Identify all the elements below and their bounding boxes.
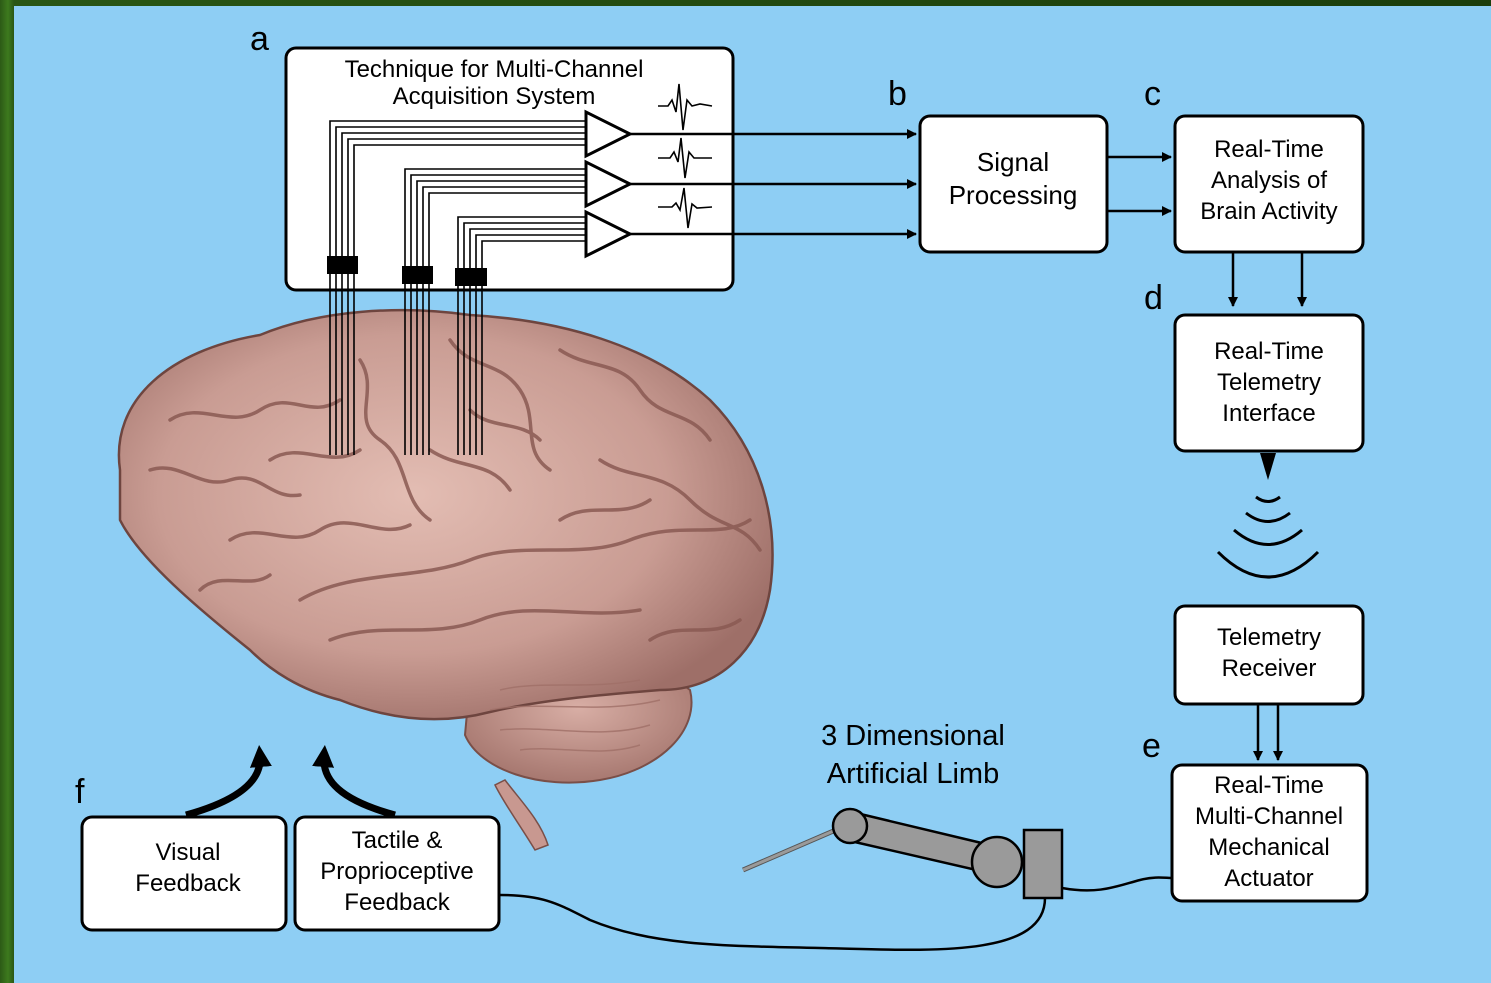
acquisition-title-line1: Technique for Multi-Channel <box>345 56 644 83</box>
visual-feedback-line2: Feedback <box>135 870 241 897</box>
visual-feedback-line1: Visual <box>156 839 221 866</box>
telemetry-receiver-line1: Telemetry <box>1217 624 1321 651</box>
panel-letter-c: c <box>1144 75 1161 113</box>
telemetry-interface-line2: Telemetry <box>1217 369 1321 396</box>
acquisition-box: Technique for Multi-Channel Acquisition … <box>284 46 735 455</box>
telemetry-receiver-box: Telemetry Receiver <box>1173 604 1365 706</box>
panel-letter-e: e <box>1142 727 1161 765</box>
signal-processing-line1: Signal <box>977 147 1049 177</box>
analysis-line2: Analysis of <box>1211 167 1327 194</box>
electrode-bundles <box>327 256 487 286</box>
tactile-feedback-line3: Feedback <box>344 889 450 916</box>
receiver-to-actuator-arrows <box>1253 704 1283 761</box>
limb-label-line1: 3 Dimensional <box>821 720 1005 752</box>
telemetry-receiver-line2: Receiver <box>1222 655 1317 682</box>
actuator-box: Real-Time Multi-Channel Mechanical Actua… <box>1170 763 1369 903</box>
processing-to-analysis-arrows <box>1107 152 1172 216</box>
acquisition-title-line2: Acquisition System <box>393 83 596 110</box>
spike-waveforms <box>658 83 713 229</box>
tactile-feedback-box: Tactile & Proprioceptive Feedback <box>293 815 501 932</box>
cables <box>499 876 1173 952</box>
analysis-to-telemetry-arrows <box>1228 252 1307 307</box>
acquisition-output-arrows <box>630 129 917 239</box>
telemetry-interface-box: Real-Time Telemetry Interface <box>1173 313 1365 453</box>
telemetry-interface-line3: Interface <box>1222 400 1315 427</box>
actuator-line1: Real-Time <box>1214 772 1324 799</box>
cerebrum <box>117 308 774 721</box>
actuator-line4: Actuator <box>1224 865 1313 892</box>
tactile-feedback-line2: Proprioceptive <box>320 858 473 885</box>
tactile-feedback-line1: Tactile & <box>352 827 443 854</box>
wireless-signal-icon <box>1216 453 1320 579</box>
panel-letter-d: d <box>1144 279 1163 317</box>
panel-letter-f: f <box>75 773 85 811</box>
brain-image <box>117 308 774 851</box>
analysis-box: Real-Time Analysis of Brain Activity <box>1173 114 1365 254</box>
limb-label-line2: Artificial Limb <box>827 758 999 790</box>
visual-feedback-box: Visual Feedback <box>80 815 288 932</box>
panel-letter-a: a <box>250 20 269 58</box>
analysis-line1: Real-Time <box>1214 136 1324 163</box>
actuator-line2: Multi-Channel <box>1195 803 1343 830</box>
signal-processing-line2: Processing <box>949 180 1078 210</box>
signal-processing-box: Signal Processing <box>918 114 1109 254</box>
telemetry-interface-line1: Real-Time <box>1214 338 1324 365</box>
panel-letter-b: b <box>888 75 907 113</box>
artificial-limb-icon <box>742 807 1064 900</box>
brain-stem <box>493 779 549 851</box>
electrode-wires <box>329 120 588 455</box>
amplifier-icons <box>584 109 634 259</box>
feedback-arrows <box>185 745 396 819</box>
actuator-line3: Mechanical <box>1208 834 1329 861</box>
analysis-line3: Brain Activity <box>1200 198 1337 225</box>
